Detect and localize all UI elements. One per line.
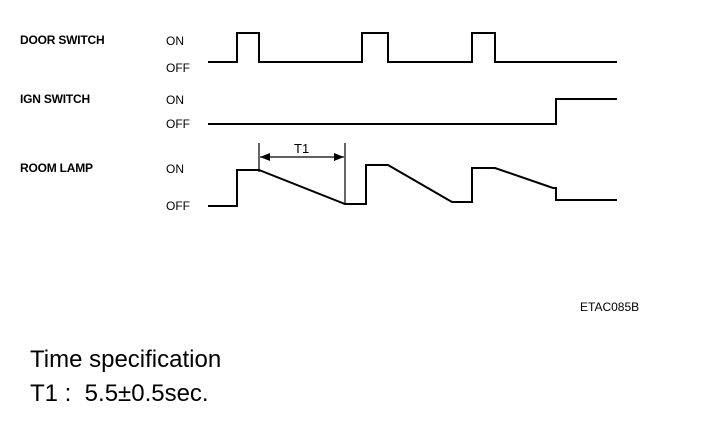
figure-code: ETAC085B bbox=[580, 300, 640, 314]
t1-dimension: T1 bbox=[258, 141, 346, 204]
room-lamp-waveform bbox=[208, 164, 617, 207]
room-lamp-off-label: OFF bbox=[166, 199, 190, 213]
t1-label: T1 bbox=[294, 141, 309, 156]
t1-left-arrow bbox=[260, 153, 270, 161]
t1-right-arrow bbox=[334, 153, 344, 161]
ign-switch-on-label: ON bbox=[166, 93, 184, 107]
spec-line: T1 : 5.5±0.5sec. bbox=[30, 380, 209, 407]
ign-switch-waveform bbox=[208, 98, 617, 125]
ign-switch-off-label: OFF bbox=[166, 117, 190, 131]
spec-title: Time specification bbox=[30, 346, 222, 373]
door-switch-waveform bbox=[208, 32, 617, 63]
ign-switch-label: IGN SWITCH bbox=[20, 92, 90, 106]
door-switch-label: DOOR SWITCH bbox=[20, 33, 105, 47]
room-lamp-on-label: ON bbox=[166, 162, 184, 176]
room-lamp-label: ROOM LAMP bbox=[20, 161, 93, 175]
door-switch-on-label: ON bbox=[166, 34, 184, 48]
door-switch-off-label: OFF bbox=[166, 61, 190, 75]
